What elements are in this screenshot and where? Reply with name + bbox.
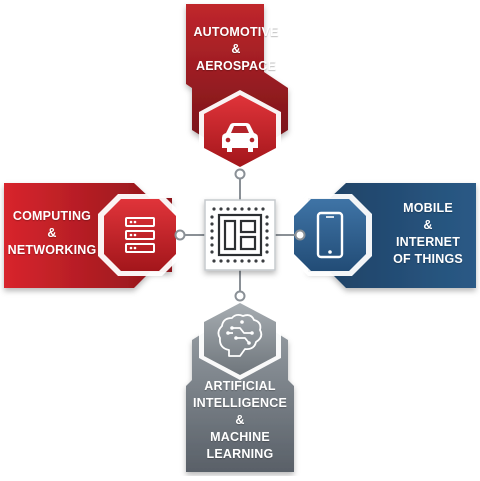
label-line: LEARNING (206, 447, 274, 461)
connectors (174, 168, 306, 302)
brain-circuit-icon (217, 313, 263, 357)
automotive-aerospace-sector (186, 4, 288, 172)
label-line: OF THINGS (393, 252, 463, 266)
label-line: AUTOMOTIVE (193, 25, 279, 39)
label-line: & (423, 218, 433, 232)
label-line: COMPUTING (12, 209, 92, 223)
car-icon (222, 123, 258, 152)
label-line: ARTIFICIAL (204, 379, 276, 393)
label-line: NETWORKING (7, 243, 97, 257)
label-line: MOBILE (403, 201, 453, 215)
label-line: AEROSPACE (195, 59, 277, 73)
smartphone-icon (316, 211, 344, 259)
mobile-iot-label: MOBILE & INTERNET OF THINGS (380, 200, 476, 268)
label-line: & (47, 226, 57, 240)
label-line: INTERNET (395, 235, 461, 249)
chip-icon (204, 199, 276, 271)
label-line: MACHINE (210, 430, 270, 444)
label-line: & (235, 413, 245, 427)
label-line: INTELLIGENCE (192, 396, 288, 410)
server-icon (125, 217, 155, 253)
mobile-iot-sector (288, 183, 476, 288)
label-line: & (231, 42, 241, 56)
automotive-aerospace-label: AUTOMOTIVE & AEROSPACE (186, 24, 286, 75)
ai-ml-sector (186, 298, 294, 472)
computing-networking-label: COMPUTING & NETWORKING (4, 208, 100, 259)
computing-networking-sector (4, 183, 182, 288)
ai-ml-label: ARTIFICIAL INTELLIGENCE & MACHINE LEARNI… (186, 378, 294, 463)
